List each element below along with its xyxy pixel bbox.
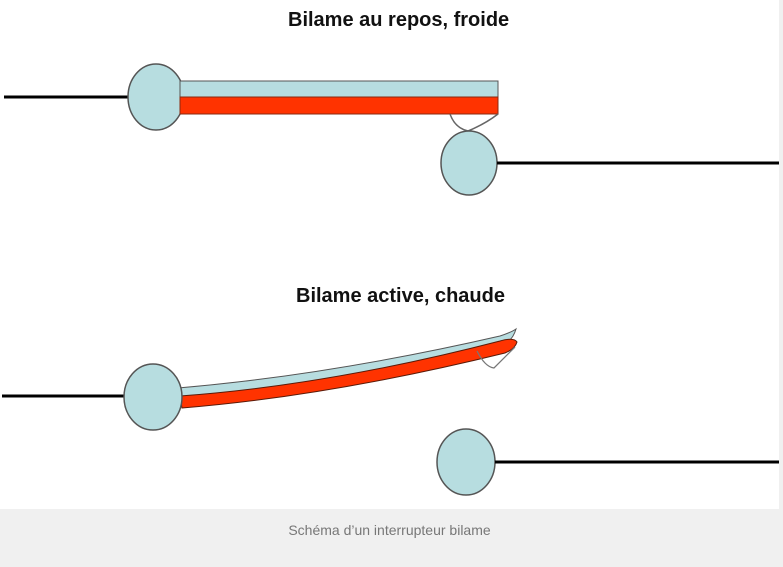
diagram-canvas: Bilame au repos, froide Bilame active, c… (0, 0, 779, 509)
fixed-terminal (123, 363, 183, 431)
hot-state-diagram (2, 327, 779, 496)
strip-top-layer (179, 80, 499, 98)
hot-state-title: Bilame active, chaude (296, 285, 505, 307)
contact-tip (476, 346, 516, 369)
figure-caption: Schéma d’un interrupteur bilame (288, 522, 491, 538)
strip-bottom-layer (179, 96, 499, 115)
contact-tip (449, 113, 499, 132)
contact-terminal (440, 130, 498, 196)
strip-bottom-layer (179, 338, 518, 409)
contact-terminal (436, 428, 496, 496)
diagram-svg (2, 63, 779, 496)
cold-state-title: Bilame au repos, froide (288, 9, 510, 31)
fixed-terminal (127, 63, 185, 131)
cold-state-diagram (4, 63, 779, 196)
